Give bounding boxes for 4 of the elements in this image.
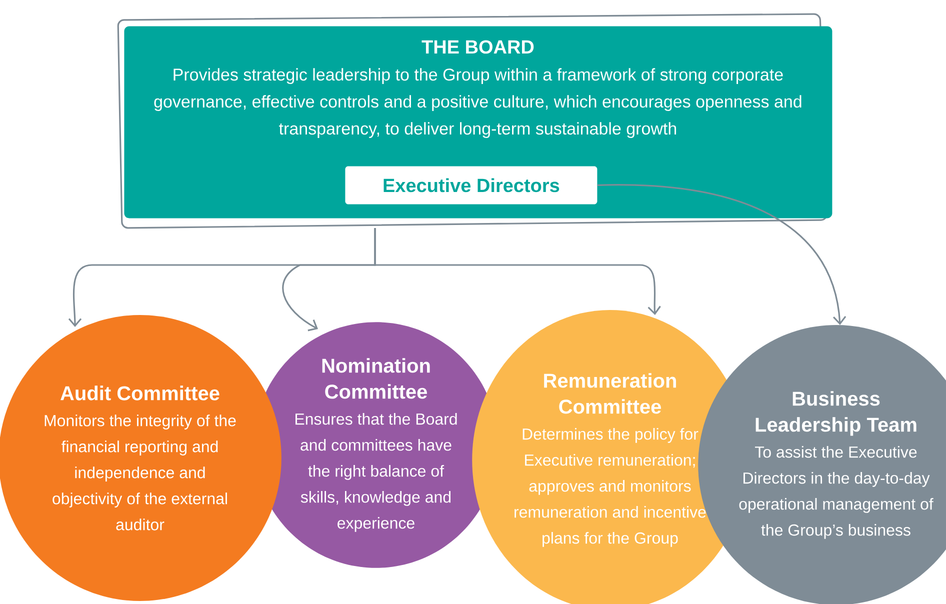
arrow: [597, 184, 846, 325]
committee-blob: Audit Committee Monitors the integrity of the financial reporting and independence and objectivity of the external auditor: [0, 315, 282, 601]
label-box: Executive Directors: [345, 166, 598, 204]
arrow: [374, 228, 661, 315]
